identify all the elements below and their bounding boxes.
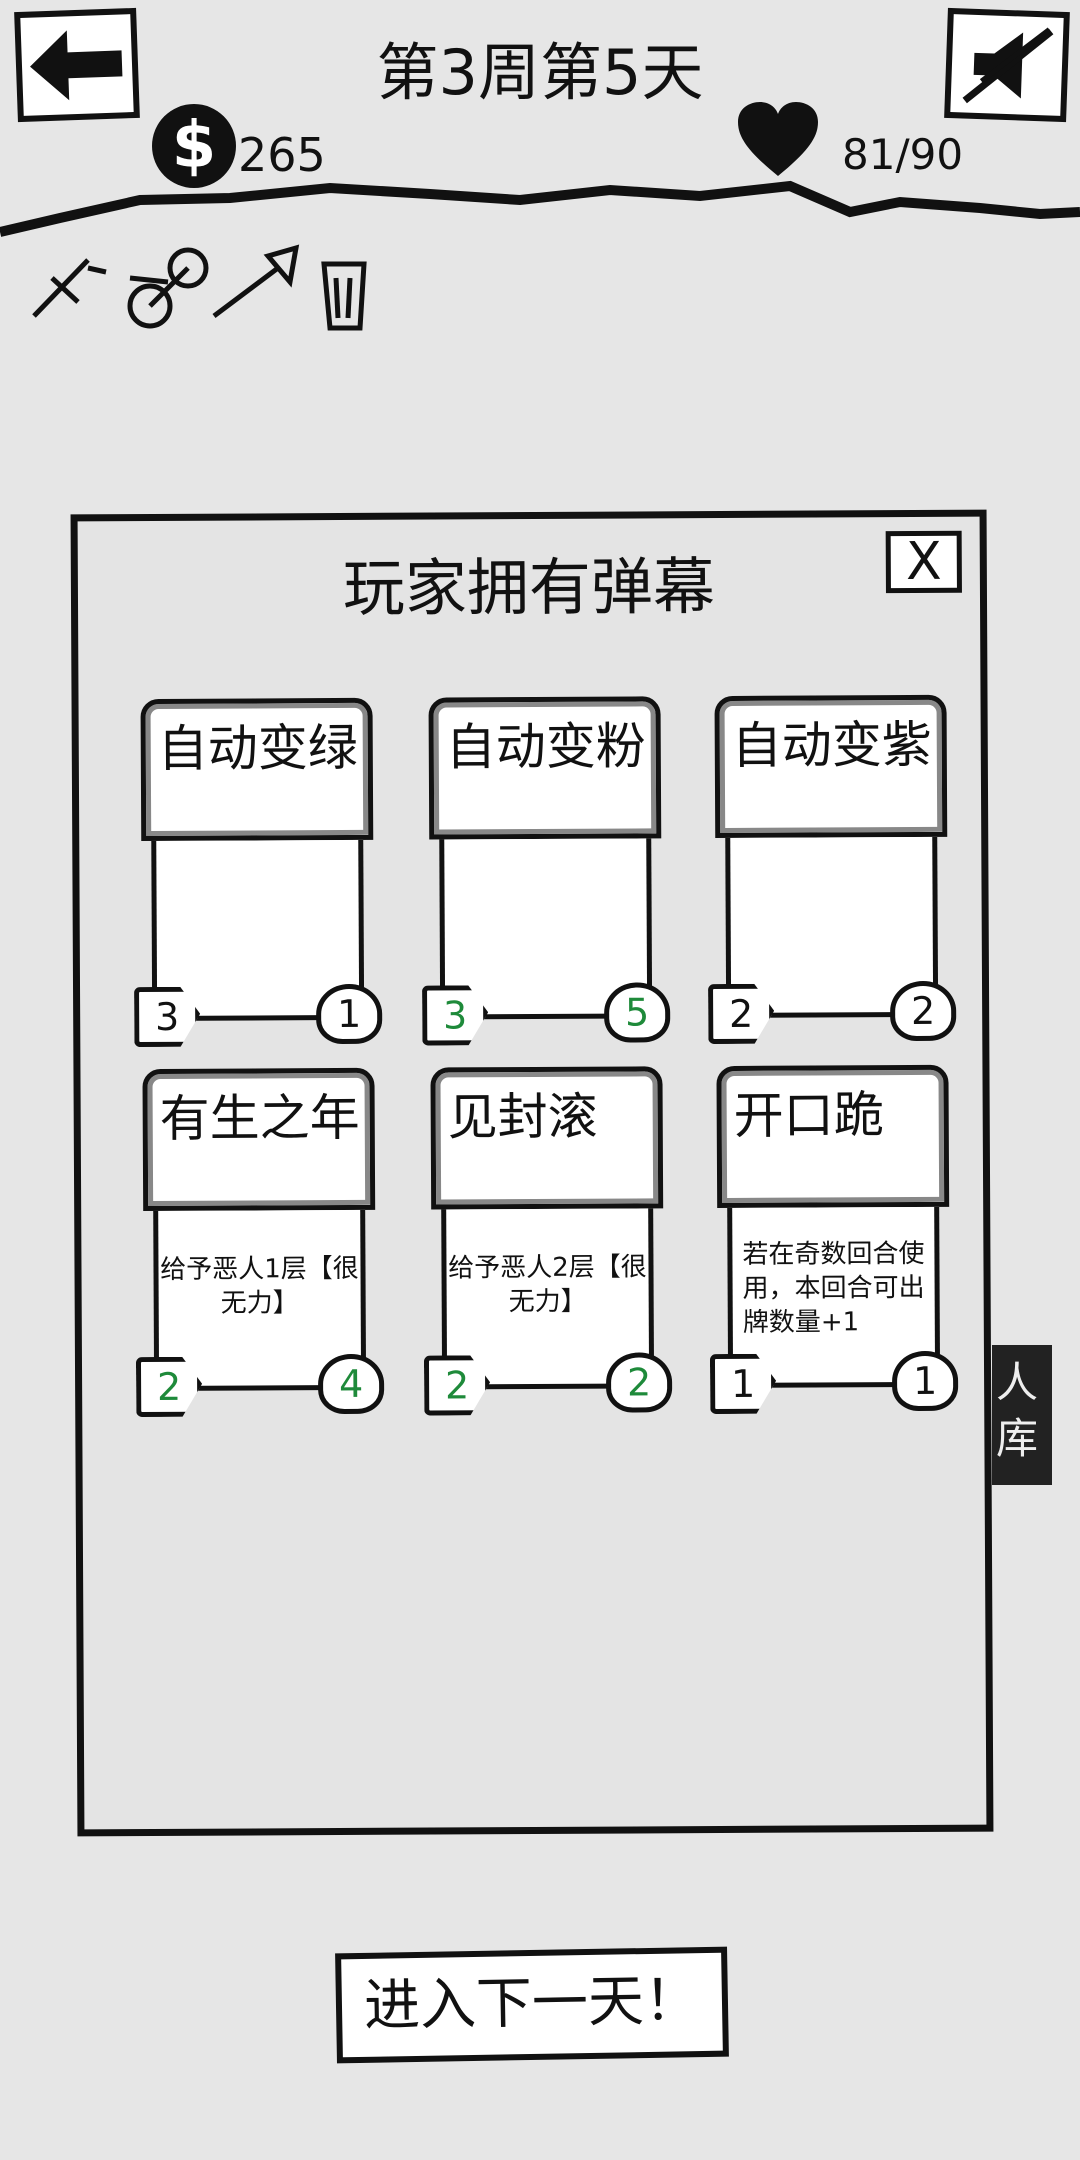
- card-value-badge: 1: [891, 1350, 959, 1412]
- next-day-button[interactable]: 进入下一天！: [335, 1946, 729, 2064]
- dagger-icon: [32, 258, 107, 318]
- dialog-title: 玩家拥有弹幕: [342, 550, 716, 625]
- health-points: 81/90: [842, 130, 964, 179]
- terrain-line: [0, 180, 1080, 237]
- horn-icon: [212, 244, 300, 318]
- coin-icon: $: [152, 104, 236, 188]
- card-name: 自动变粉: [428, 696, 662, 840]
- mute-icon: [962, 27, 1054, 104]
- back-button[interactable]: [14, 7, 140, 123]
- card-name: 自动变绿: [140, 697, 374, 842]
- card-name: 自动变紫: [714, 694, 948, 839]
- day-title: 第3周第5天: [376, 36, 704, 109]
- card-name: 见封滚: [430, 1066, 664, 1210]
- equipped-items: [32, 244, 367, 331]
- side-tab-text-1: 人: [996, 1358, 1039, 1407]
- sound-toggle-button[interactable]: [944, 7, 1070, 123]
- card-value-badge: 1: [316, 983, 383, 1045]
- card-name: 开口跪: [716, 1064, 950, 1209]
- money-amount: 265: [238, 128, 326, 182]
- card-value-badge: 4: [317, 1353, 385, 1415]
- side-panel-tab[interactable]: 人 库: [992, 1345, 1052, 1485]
- heart-icon: [738, 102, 818, 176]
- bicycle-icon: [127, 247, 209, 329]
- back-arrow-icon: [30, 30, 123, 101]
- card-value-badge: 2: [605, 1352, 673, 1413]
- card-value-badge: 2: [890, 980, 957, 1042]
- cup-icon: [321, 261, 367, 331]
- side-tab-text-2: 库: [996, 1414, 1039, 1463]
- close-button[interactable]: X: [885, 530, 962, 594]
- card-value-badge: 5: [604, 982, 671, 1043]
- card-name: 有生之年: [142, 1067, 376, 1212]
